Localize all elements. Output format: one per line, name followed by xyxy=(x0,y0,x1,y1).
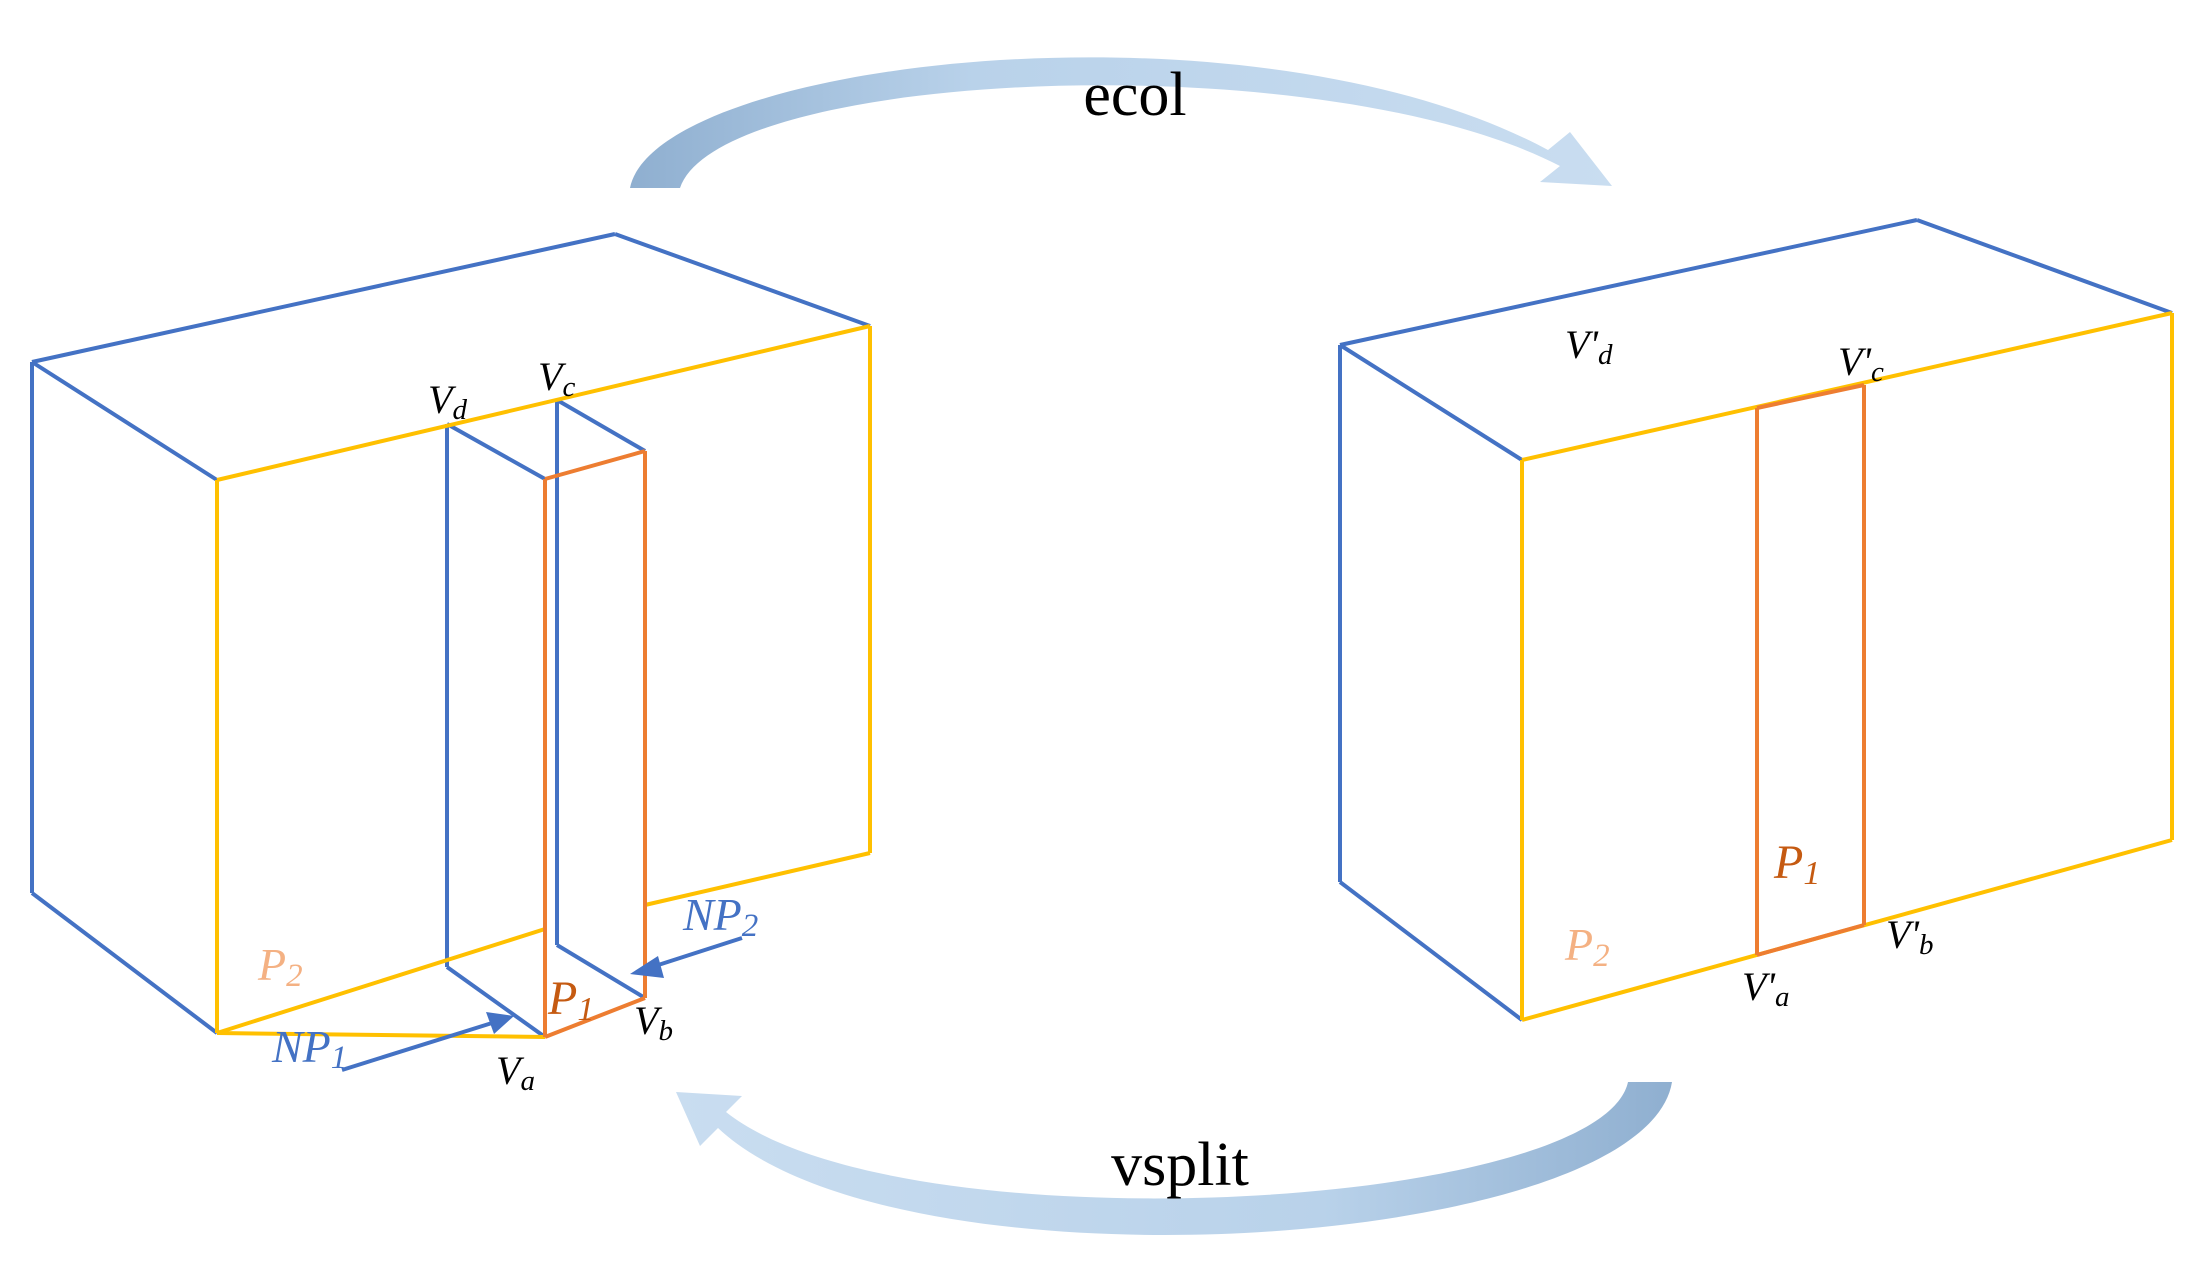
vsplit-label: vsplit xyxy=(1111,1131,1249,1199)
left-vertex-b-label: Vb xyxy=(634,998,673,1047)
right-plane-p1-label: P1 xyxy=(1773,836,1820,892)
right-vertex-a-label: V'a xyxy=(1742,964,1790,1013)
left-plane-p2-label: P2 xyxy=(257,939,303,994)
left-orange-edges xyxy=(543,449,647,1039)
vsplit-arrow xyxy=(676,1082,1672,1236)
left-vertex-a-label: Va xyxy=(496,1048,535,1097)
left-model: Vd Vc Va Vb P1 P2 NP1 NP2 xyxy=(30,232,872,1097)
left-normal-np1-label: NP1 xyxy=(271,1021,347,1076)
np2-vector xyxy=(630,936,743,978)
ecol-label: ecol xyxy=(1083,61,1186,129)
left-blue-edges xyxy=(30,232,871,1039)
right-plane-p2-label: P2 xyxy=(1564,919,1610,974)
right-vertex-b-label: V'b xyxy=(1886,912,1934,961)
right-vertex-d-label: V'd xyxy=(1565,322,1613,371)
left-yellow-edges xyxy=(215,324,872,1039)
left-plane-p1-label: P1 xyxy=(547,972,594,1028)
left-vertex-d-label: Vd xyxy=(428,377,467,426)
left-normal-np2-label: NP2 xyxy=(682,889,758,944)
left-vertex-c-label: Vc xyxy=(538,354,575,403)
right-model: V'd V'c V'a V'b P1 P2 xyxy=(1338,218,2174,1022)
right-vertex-c-label: V'c xyxy=(1838,339,1884,388)
right-orange-edges xyxy=(1755,383,1866,957)
right-blue-edges xyxy=(1338,218,2173,1022)
right-yellow-edges xyxy=(1520,311,2174,1022)
np1-vector xyxy=(341,1012,514,1072)
ecol-arrow xyxy=(630,57,1612,188)
